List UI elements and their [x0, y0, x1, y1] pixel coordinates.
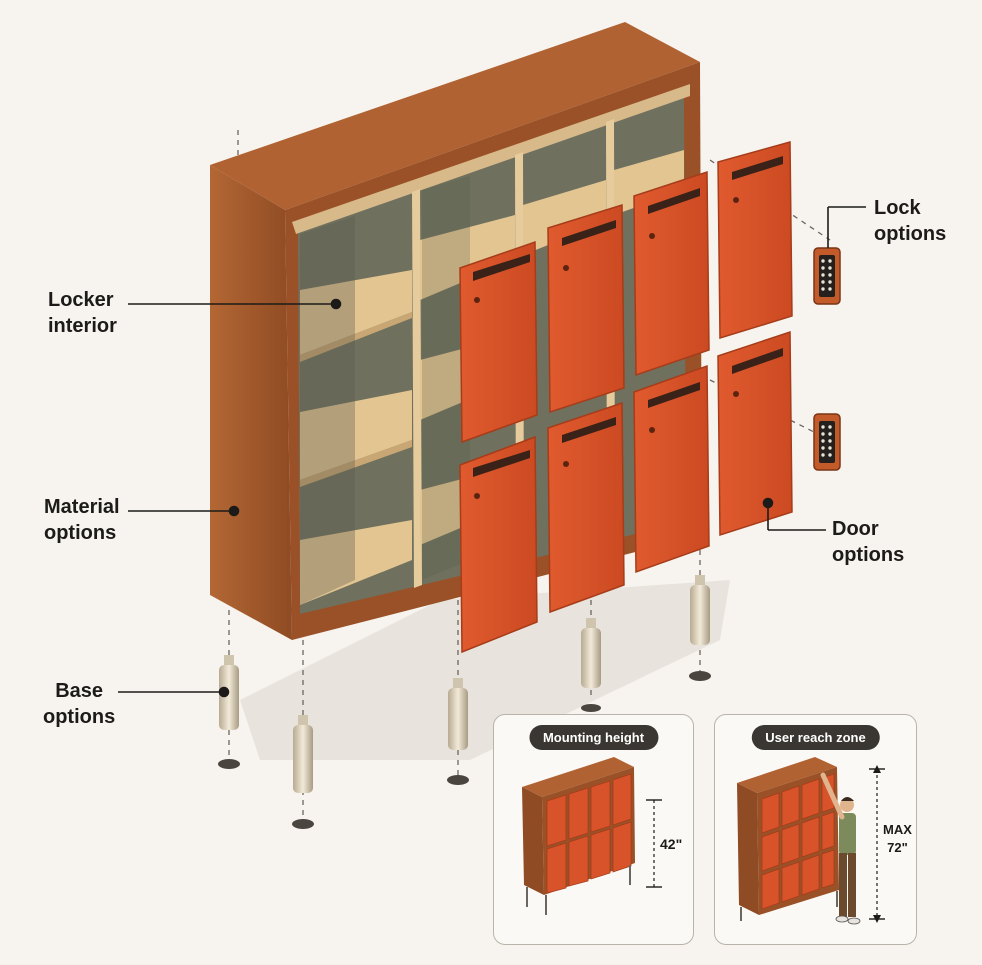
callout-material-options: Material options	[44, 494, 120, 546]
mounting-height-panel: Mounting height 42"	[493, 714, 694, 945]
callout-line: options	[43, 706, 116, 728]
door	[547, 203, 625, 414]
leg	[447, 678, 469, 785]
callout-line: interior	[48, 315, 117, 337]
callout-line: Material	[44, 496, 120, 518]
legs	[218, 575, 711, 829]
callout-line: Door	[832, 518, 879, 540]
reach-measurement-top: MAX	[883, 822, 912, 837]
person-figure	[820, 772, 861, 925]
leg	[689, 575, 711, 681]
panel-title: Mounting height	[528, 725, 659, 750]
mounting-illustration	[522, 757, 662, 915]
door	[717, 141, 793, 340]
cabinet-top	[210, 22, 700, 210]
leader-lines	[118, 206, 866, 698]
door	[459, 240, 538, 444]
doors	[459, 141, 793, 654]
callout-lock-options: Lock options	[874, 195, 946, 247]
leg	[218, 655, 240, 769]
callout-door-options: Door options	[832, 516, 904, 568]
callout-base-options: Base options	[43, 678, 115, 730]
callout-line: options	[874, 223, 947, 245]
floor-shadow	[240, 580, 730, 760]
reach-illustration	[737, 757, 885, 925]
leg	[581, 618, 601, 712]
callout-line: options	[832, 544, 905, 566]
callout-line: Base	[55, 680, 104, 702]
user-reach-panel: User reach zone	[714, 714, 917, 945]
panel-title: User reach zone	[751, 725, 880, 750]
door	[633, 170, 710, 377]
cabinet-left-side	[210, 165, 292, 640]
callout-locker-interior: Locker interior	[48, 287, 117, 339]
door	[717, 330, 793, 537]
callout-line: Lock	[874, 197, 921, 219]
keypad	[813, 413, 841, 471]
cabinet	[210, 22, 702, 640]
keypad	[813, 247, 841, 305]
reach-measurement-bottom: 72"	[887, 840, 908, 855]
callout-line: Locker	[48, 289, 114, 311]
mounting-measurement: 42"	[660, 836, 683, 852]
door	[547, 401, 625, 614]
reach-measurement: MAX 72"	[883, 821, 912, 857]
door	[633, 364, 710, 574]
callout-line: options	[44, 522, 117, 544]
leg	[292, 715, 314, 829]
door	[459, 435, 538, 654]
